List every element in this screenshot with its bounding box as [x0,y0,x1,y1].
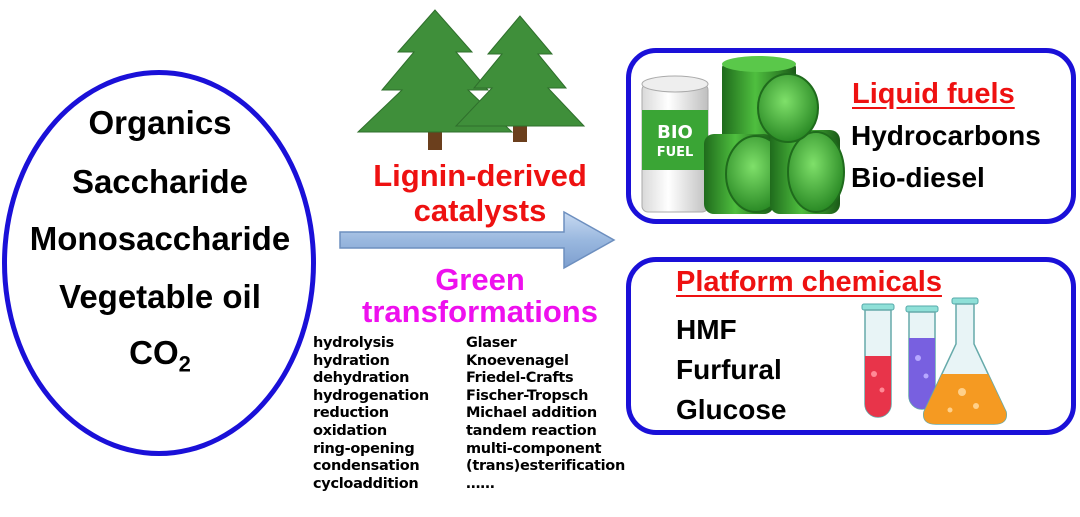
reaction-item: Glaser [466,335,517,351]
platform-chemical-item: Furfural [676,354,782,385]
reaction-item: hydrolysis [313,335,394,351]
reaction-item: multi-component [466,440,602,457]
reaction-item: ring-opening [313,440,415,457]
liquid-fuel-item: Hydrocarbons [851,120,1041,151]
catalyst-label-line1: Lignin-derived [373,158,587,193]
reaction-item: hydration [313,352,390,369]
feedstock-saccharide: Saccharide [71,163,249,200]
barrel-label-fuel: FUEL [657,145,694,160]
reaction-item: dehydration [313,370,410,387]
reaction-item: …… [466,475,495,492]
platform-chemicals-title: Platform chemicals [676,266,942,298]
platform-chemical-item: HMF [676,314,737,345]
reaction-list-right: Glaser Knoevenagel Friedel-Crafts Fische… [466,335,625,493]
co2-subscript: 2 [178,351,191,377]
reaction-item: tandem reaction [466,422,597,439]
liquid-fuel-item: Bio-diesel [851,162,985,193]
feedstock-organics: Organics [88,104,232,141]
catalyst-label-line2: catalysts [413,193,547,228]
feedstock-monosaccharide: Monosaccharide [29,220,291,257]
reaction-item: Fischer-Tropsch [466,387,589,404]
reaction-item: Michael addition [466,405,597,422]
green-label-line1: Green [435,262,525,297]
reaction-item: cycloaddition [313,475,419,492]
process-arrow-icon [339,210,616,270]
pine-trees-icon [356,9,586,150]
co2-text: CO [129,334,179,371]
reaction-item: reduction [313,405,389,422]
barrel-label-bio: BIO [657,122,693,143]
reaction-item: oxidation [313,422,387,439]
reaction-item: (trans)esterification [466,458,625,475]
reaction-item: Friedel-Crafts [466,370,574,387]
liquid-fuels-title: Liquid fuels [852,78,1015,110]
lab-glassware-icon [861,297,1007,425]
feedstock-vegetable-oil: Vegetable oil [59,278,261,315]
reaction-list-left: hydrolysis hydration dehydration hydroge… [313,335,429,493]
fuel-barrels-icon: BIO FUEL [641,56,845,214]
feedstock-ellipse [2,70,316,456]
reaction-item: Knoevenagel [466,352,569,369]
feedstock-co2: CO2 [0,336,320,376]
platform-chemical-item: Glucose [676,394,787,425]
green-label-line2: transformations [362,294,598,329]
reaction-item: hydrogenation [313,387,429,404]
reaction-item: condensation [313,458,420,475]
